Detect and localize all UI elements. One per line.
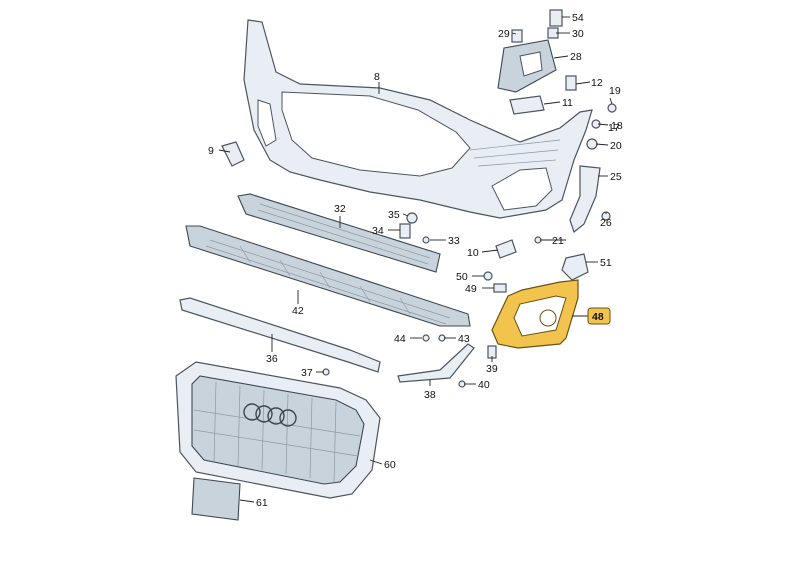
callout-9: 9 — [208, 145, 214, 157]
callout-54: 54 — [572, 12, 584, 24]
callout-8: 8 — [374, 71, 380, 83]
callout-49: 49 — [465, 283, 477, 295]
small-cover-part — [495, 239, 517, 259]
highlighted-bezel-part — [491, 279, 579, 349]
callout-20: 20 — [610, 140, 622, 152]
side-panel-part — [221, 141, 245, 167]
fog-housing-part — [561, 253, 589, 281]
upper-absorber-part — [237, 193, 441, 273]
callout-40: 40 — [478, 379, 490, 391]
callout-48-badge — [587, 307, 611, 325]
lower-grille-strip-part — [185, 225, 471, 327]
callout-42: 42 — [292, 305, 304, 317]
callout-19: 19 — [609, 85, 621, 97]
lower-trim-strip-part — [179, 297, 381, 373]
callout-labels: 8 9 10 11 12 17 18 19 20 21 25 26 28 29 … — [208, 12, 623, 509]
callout-17: 17 — [608, 122, 620, 134]
callout-44: 44 — [394, 333, 406, 345]
callout-43: 43 — [458, 333, 470, 345]
upper-bracket-parts — [497, 9, 563, 93]
callout-32: 32 — [334, 203, 346, 215]
callout-33: 33 — [448, 235, 460, 247]
callout-51: 51 — [600, 257, 612, 269]
bumper-cover-part — [243, 19, 593, 219]
callout-50: 50 — [456, 271, 468, 283]
callout-36: 36 — [266, 353, 278, 365]
callout-21: 21 — [552, 235, 564, 247]
mount-plate-part — [509, 95, 545, 115]
callout-48: 48 — [592, 311, 604, 323]
callout-37: 37 — [301, 367, 313, 379]
callout-18: 18 — [611, 120, 623, 132]
callout-60: 60 — [384, 459, 396, 471]
leader-lines — [218, 16, 613, 503]
corner-trim-part — [397, 343, 475, 383]
callout-30: 30 — [572, 28, 584, 40]
small-clip-parts — [565, 75, 617, 150]
callout-39: 39 — [486, 363, 498, 375]
callout-35: 35 — [388, 209, 400, 221]
callout-34: 34 — [372, 225, 384, 237]
callout-12: 12 — [591, 77, 603, 89]
radiator-grille-part — [175, 361, 381, 499]
callout-61: 61 — [256, 497, 268, 509]
callout-28: 28 — [570, 51, 582, 63]
callout-25: 25 — [610, 171, 622, 183]
callout-29: 29 — [498, 28, 510, 40]
brand-rings-icon — [243, 403, 297, 427]
callout-11: 11 — [562, 97, 573, 109]
fastener-parts — [322, 212, 542, 388]
plate-holder-part — [191, 477, 241, 521]
callout-26: 26 — [600, 217, 612, 229]
side-bracket-part — [569, 165, 611, 234]
callout-38: 38 — [424, 389, 436, 401]
callout-10: 10 — [467, 247, 479, 259]
